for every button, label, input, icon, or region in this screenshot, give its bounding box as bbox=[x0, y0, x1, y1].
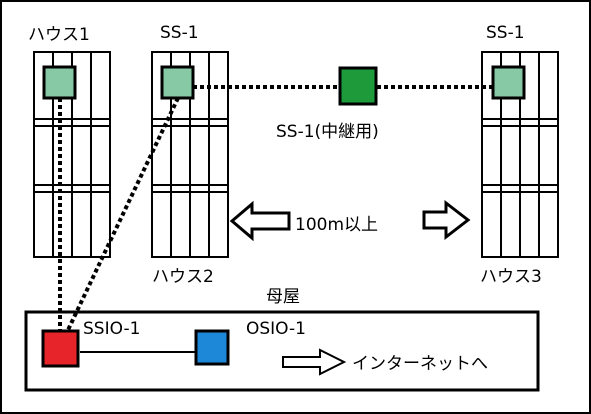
main-building-box bbox=[24, 310, 540, 392]
right-arrow-icon bbox=[422, 199, 471, 241]
ssio-label: SSIO-1 bbox=[83, 319, 140, 339]
internet-label: インターネットへ bbox=[352, 354, 488, 374]
house2-sensor-label: SS-1 bbox=[160, 23, 199, 43]
ssio-device bbox=[41, 329, 80, 368]
wireless-links bbox=[58, 85, 493, 331]
house1-label: ハウス1 bbox=[28, 25, 90, 45]
house1-sensor bbox=[42, 65, 77, 100]
left-arrow-icon bbox=[229, 200, 291, 242]
house3-greenhouse bbox=[481, 51, 559, 258]
house2-sensor bbox=[160, 65, 195, 100]
relay-label: SS-1(中継用) bbox=[276, 122, 379, 142]
house3-sensor-label: SS-1 bbox=[486, 23, 525, 43]
osio-label: OSIO-1 bbox=[246, 319, 306, 339]
house3-sensor bbox=[491, 65, 526, 100]
link-house2-ssio bbox=[66, 97, 180, 331]
distance-label: 100m以上 bbox=[295, 215, 378, 235]
main-building-label: 母屋 bbox=[266, 287, 300, 307]
house3-label: ハウス3 bbox=[480, 267, 542, 287]
osio-device bbox=[194, 329, 230, 366]
house2-label: ハウス2 bbox=[152, 267, 214, 287]
relay-node bbox=[338, 66, 378, 106]
internet-arrow-icon bbox=[282, 348, 347, 376]
